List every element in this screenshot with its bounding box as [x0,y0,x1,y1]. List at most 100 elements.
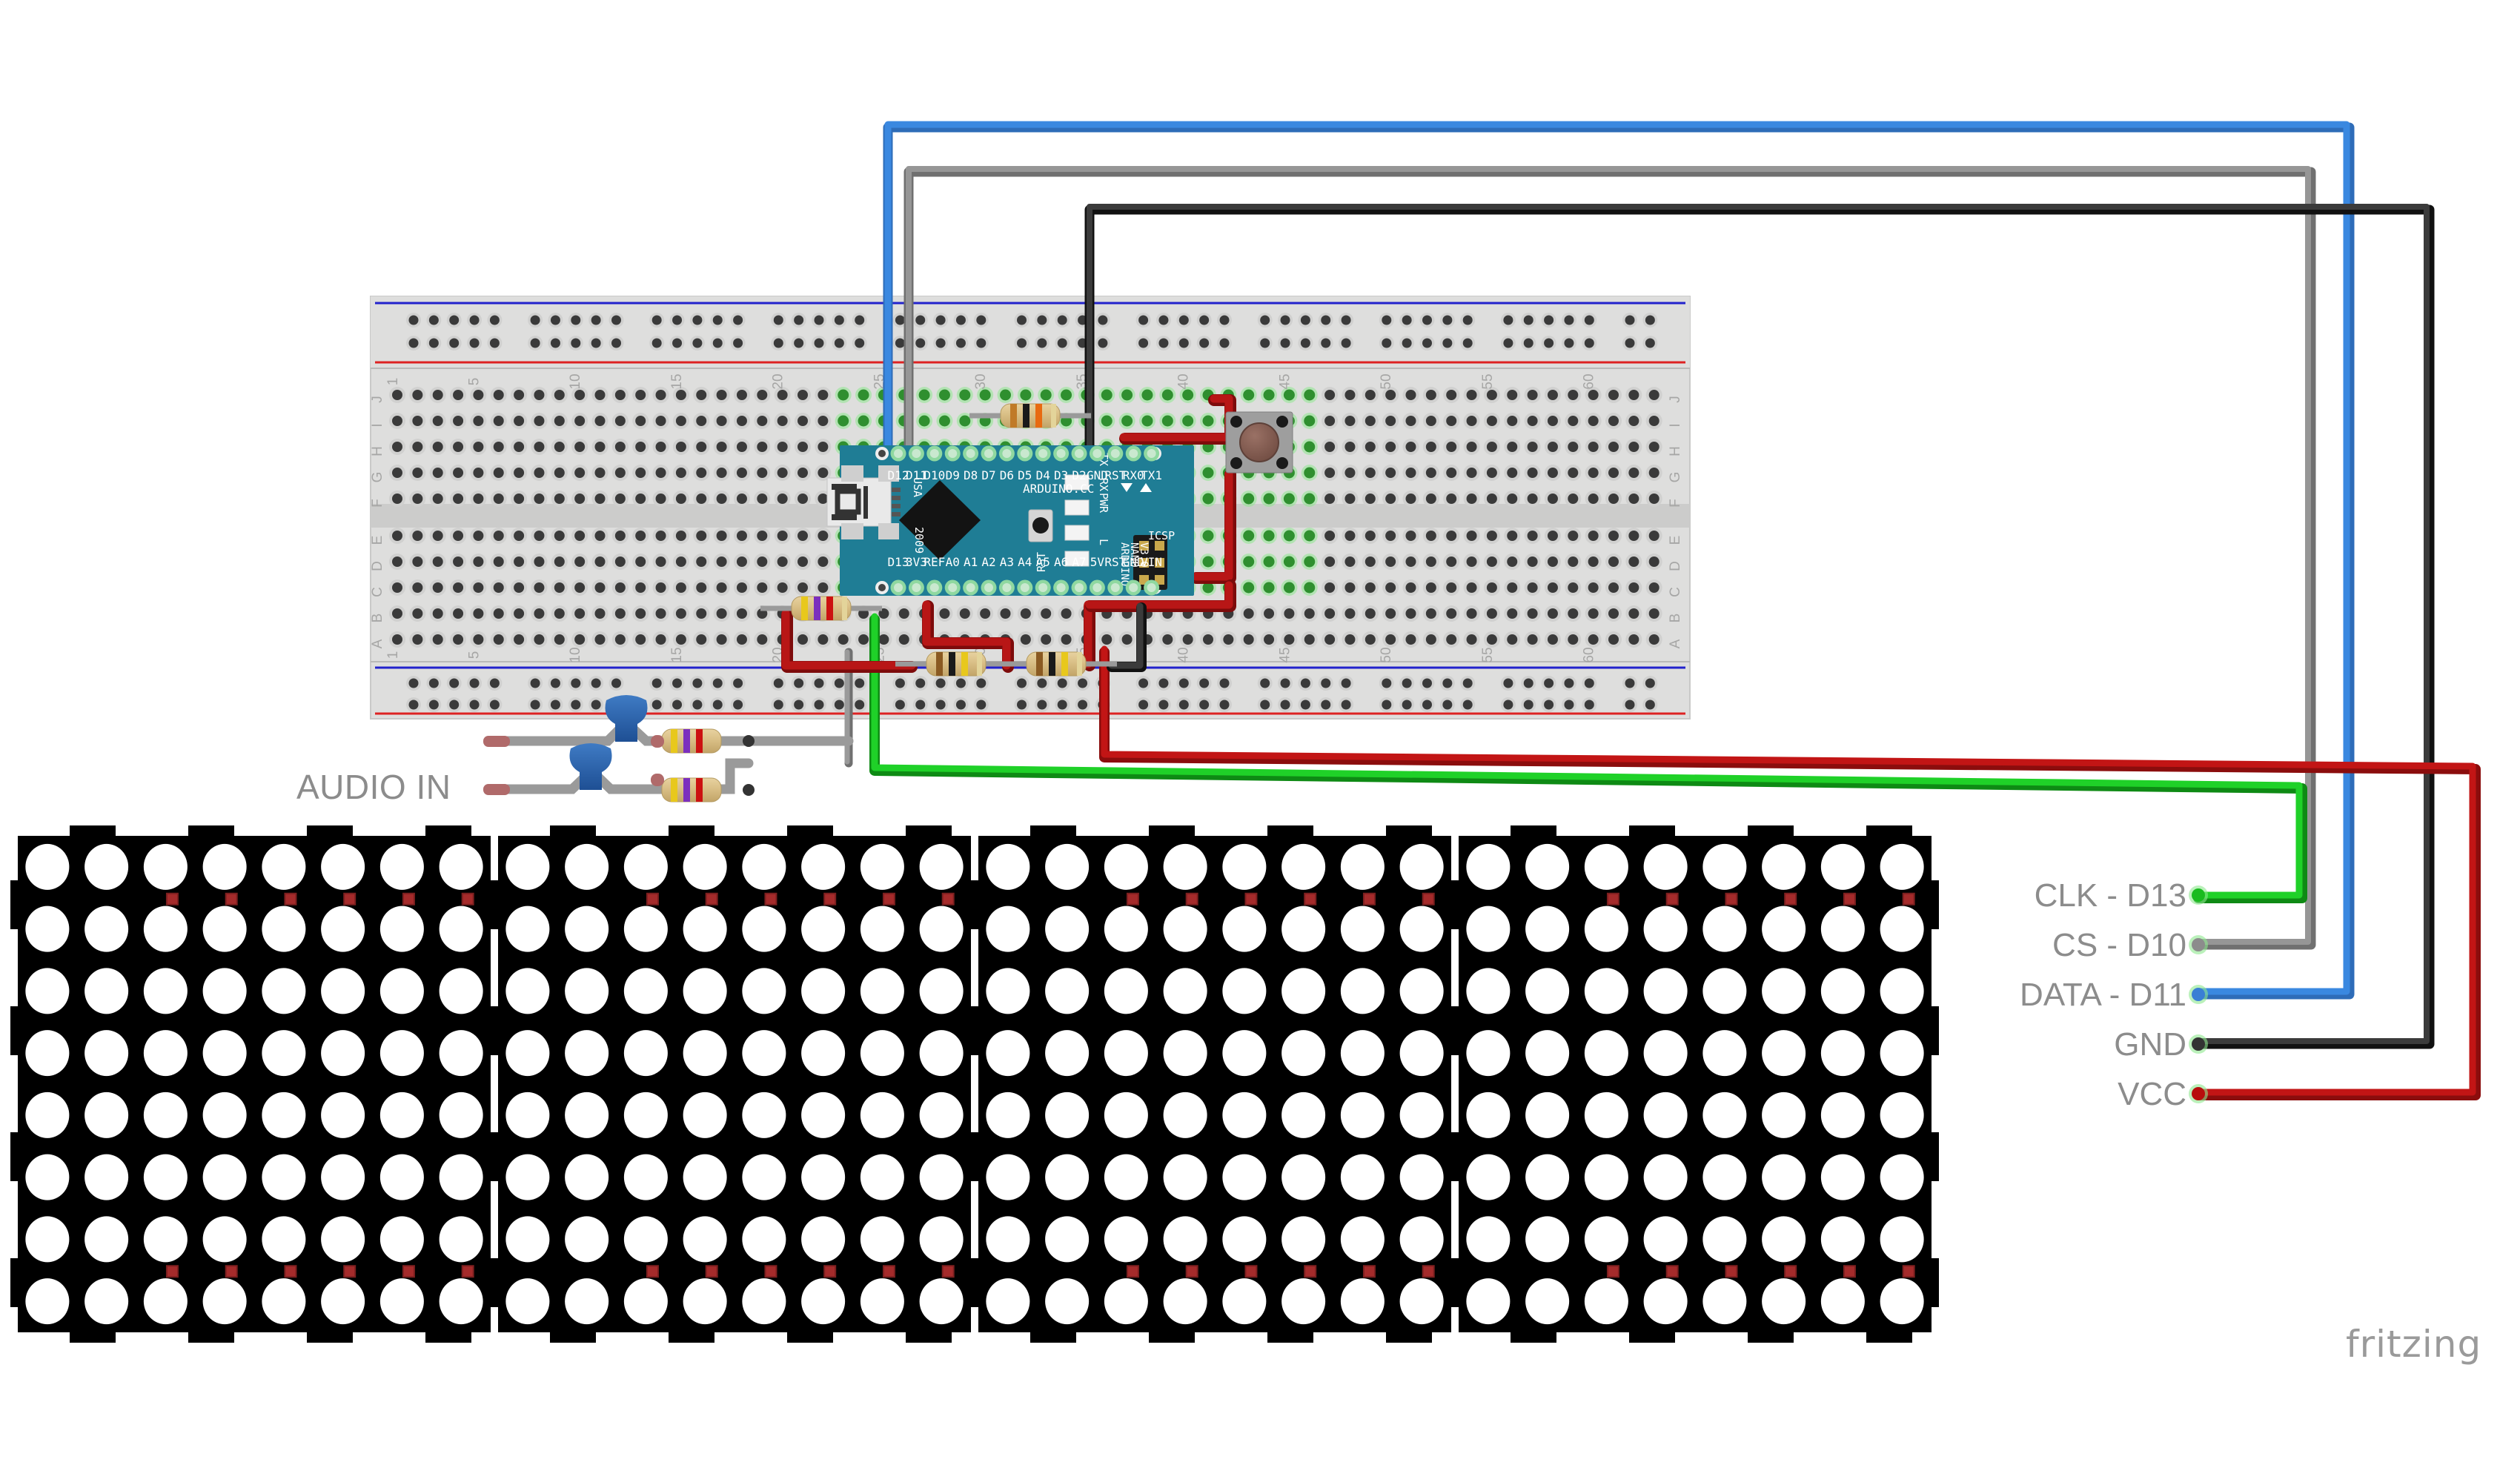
svg-text:A1: A1 [964,555,978,569]
svg-text:D12: D12 [888,468,909,482]
audio-in-label: AUDIO IN [296,768,451,806]
svg-text:G: G [1668,472,1683,483]
svg-text:D6: D6 [1000,468,1014,482]
resistor-top [969,403,1091,428]
silk-pwr: PWR [1097,493,1110,514]
wire-endpoint-dots [2189,885,2208,1103]
legend-label-clk: CLK - D13 [2034,877,2186,914]
svg-text:30: 30 [973,373,989,389]
svg-text:D10: D10 [924,468,945,482]
arduino-nano[interactable]: TX RX PWR L RST ARDUINO.CC USA 2009 ARDU… [826,445,1194,596]
legend-label-gnd: GND [2114,1026,2186,1063]
led-matrix-module[interactable] [971,825,1459,1343]
svg-text:D13: D13 [888,555,909,569]
svg-text:D5: D5 [1018,468,1032,482]
legend-label-data: DATA - D11 [2020,976,2186,1013]
svg-text:J: J [370,396,385,403]
arduino-header-top[interactable] [890,445,1160,462]
wire-vcc[interactable] [1099,645,2481,1100]
svg-text:RST: RST [1104,555,1126,569]
resistor-audio-2 [661,777,722,803]
svg-text:A0: A0 [946,555,960,569]
svg-text:60: 60 [1582,373,1597,389]
legend-row-clk: CLK - D13 [1897,871,2186,920]
legend-row-gnd: GND [1897,1020,2186,1069]
svg-text:20: 20 [771,373,786,389]
resistor-group [760,403,1117,677]
svg-text:H: H [1668,446,1683,456]
silk-year: 2009 [912,527,926,554]
svg-text:VIN: VIN [1141,555,1162,569]
svg-text:E: E [370,536,385,545]
svg-text:45: 45 [1277,647,1293,662]
svg-text:D: D [370,561,385,571]
svg-text:C: C [1668,587,1683,597]
arduino-header-bottom[interactable] [890,579,1160,596]
svg-text:A7: A7 [1072,555,1086,569]
svg-text:GND: GND [1087,468,1108,482]
svg-text:A: A [1668,639,1683,648]
svg-text:RX0: RX0 [1123,468,1144,482]
legend-label-cs: CS - D10 [2052,926,2186,963]
silk-rst: RST [1035,552,1048,572]
svg-text:A6: A6 [1054,555,1068,569]
capacitor-1 [605,695,648,742]
svg-text:A5: A5 [1036,555,1050,569]
svg-text:E: E [1668,536,1683,545]
svg-text:REF: REF [924,555,945,569]
svg-text:TX1: TX1 [1141,468,1162,482]
svg-text:J: J [1668,396,1683,403]
led-matrix-group [10,825,1939,1343]
audio-in-section [483,695,854,803]
resistor-mid-2 [995,651,1117,677]
led-matrix-module[interactable] [10,825,498,1343]
svg-text:I: I [370,423,385,427]
led-matrix-module[interactable] [491,825,978,1343]
silk-brand: ARDUINO.CC [1023,482,1094,496]
svg-text:40: 40 [1176,647,1192,662]
svg-text:D9: D9 [946,468,960,482]
svg-text:1: 1 [385,651,401,659]
legend-label-vcc: VCC [2118,1075,2186,1112]
silk-usa: USA [911,477,924,497]
breadboard-rail-holes-top [406,313,1658,350]
wire-gnd[interactable] [1084,204,2435,1049]
svg-text:H: H [370,446,385,456]
wire-clk-d13[interactable] [869,613,2307,903]
pushbutton[interactable] [1225,411,1293,473]
svg-text:A4: A4 [1018,555,1032,569]
svg-text:G: G [370,472,385,483]
board-power-jumpers [781,394,1236,673]
svg-text:10: 10 [568,373,583,389]
svg-text:B: B [370,614,385,623]
svg-text:5V: 5V [1090,555,1105,569]
wire-data-d11[interactable] [883,121,2355,1000]
led-matrix-module[interactable] [1451,825,1939,1343]
svg-text:D11: D11 [906,468,927,482]
svg-text:5: 5 [466,651,482,659]
svg-text:40: 40 [1176,373,1192,389]
svg-text:F: F [370,499,385,508]
fritzing-watermark: fritzing [2346,1323,2482,1366]
resistor-left [760,596,882,621]
svg-text:60: 60 [1582,647,1597,662]
svg-text:D3: D3 [1054,468,1068,482]
svg-text:D4: D4 [1036,468,1050,482]
wire-cs-d10[interactable] [903,166,2316,950]
silk-model-1: ARDUINO [1118,542,1130,586]
svg-text:D2: D2 [1072,468,1086,482]
silk-icsp: ICSP [1148,529,1175,542]
svg-text:RST: RST [1104,468,1126,482]
svg-text:A3: A3 [1000,555,1014,569]
wire-group [844,121,2481,1100]
svg-text:I: I [1668,423,1683,427]
svg-text:15: 15 [669,647,685,662]
svg-text:45: 45 [1277,373,1293,389]
capacitor-2 [569,743,612,790]
pin-legend: CLK - D13 CS - D10 DATA - D11 GND VCC [1897,871,2186,1119]
